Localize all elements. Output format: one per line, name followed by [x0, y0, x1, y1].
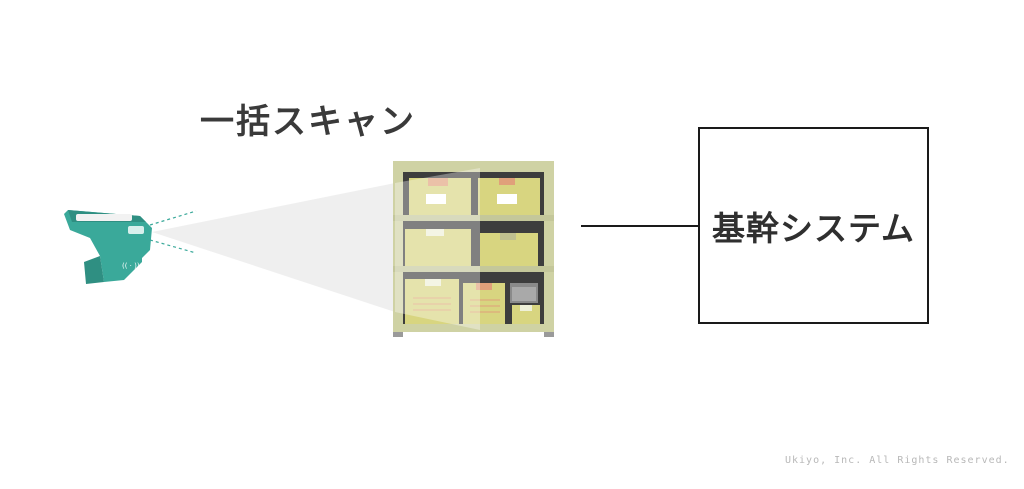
scan-beam	[152, 183, 395, 312]
scan-beam-overlay	[395, 168, 480, 330]
core-system-label: 基幹システム	[711, 208, 915, 248]
warehouse-shelf-icon	[393, 161, 554, 337]
scan-signal-line-bottom	[149, 239, 197, 254]
core-system-box: 基幹システム	[698, 127, 929, 324]
rfid-scanner-icon: (( · ))	[64, 210, 152, 284]
copyright-text: Ukiyo, Inc. All Rights Reserved.	[785, 455, 1010, 466]
svg-text:(( · )): (( · ))	[122, 262, 140, 270]
scan-signal-line-top	[149, 210, 197, 226]
bulk-scan-label: 一括スキャン	[200, 102, 416, 142]
